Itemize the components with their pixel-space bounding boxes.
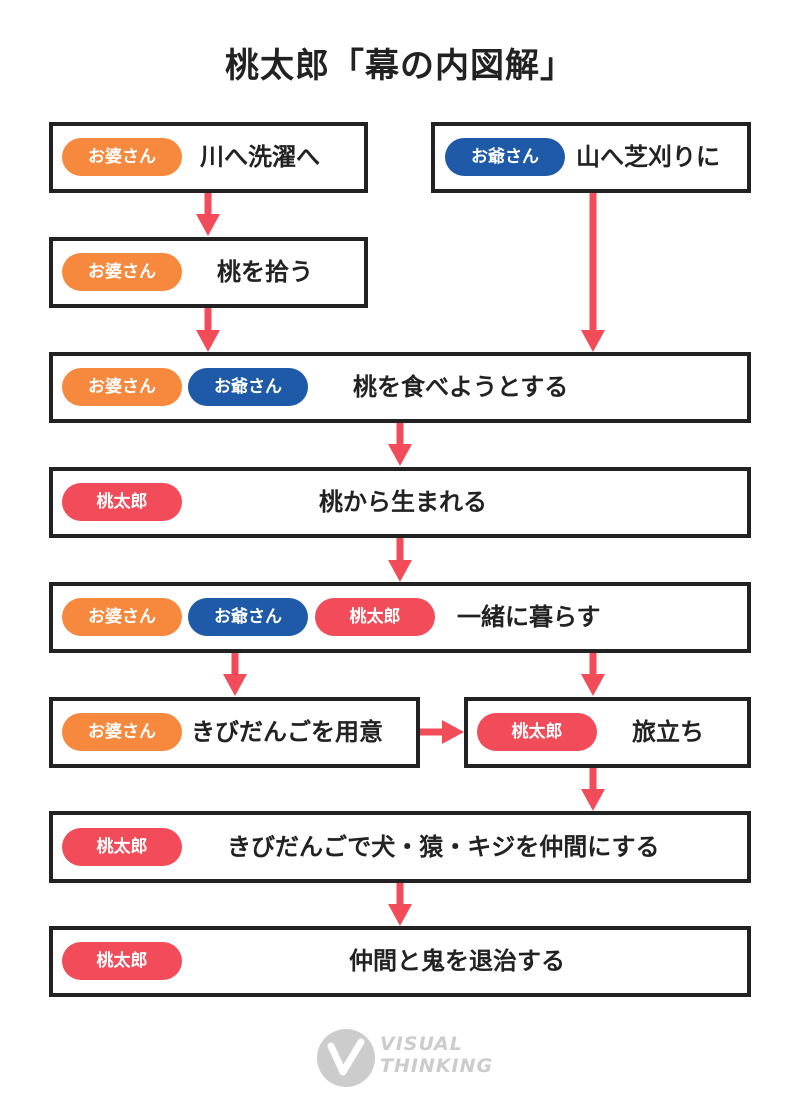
node-label: きびだんごで犬・猿・キジを仲間にする: [227, 833, 660, 861]
arrowhead-n2-n4: [581, 330, 605, 352]
node-nakama-ni-suru: 桃太郎 きびだんごで犬・猿・キジを仲間にする: [49, 811, 751, 883]
node-momo-umareru: 桃太郎 桃から生まれる: [49, 467, 751, 538]
node-label: 桃を拾う: [217, 258, 313, 286]
role-badge-obaasan: お婆さん: [62, 713, 182, 751]
node-label: 山へ芝刈りに: [576, 143, 720, 171]
logo-text-line2: THINKING: [380, 1055, 494, 1077]
node-label: 仲間と鬼を退治する: [349, 947, 565, 975]
arrowhead-n3-n4: [196, 330, 220, 352]
role-badge-obaasan: お婆さん: [62, 253, 182, 291]
role-badge-ojiisan: お爺さん: [445, 138, 565, 176]
arrowhead-n5-n6: [388, 560, 412, 582]
role-badge-obaasan: お婆さん: [62, 138, 182, 176]
node-label: 一緒に暮らす: [457, 603, 601, 631]
node-label: 桃から生まれる: [319, 488, 487, 516]
role-badge-ojiisan: お爺さん: [188, 598, 308, 636]
arrowhead-n4-n5: [388, 444, 412, 466]
node-kibidango-youi: お婆さん きびだんごを用意: [49, 697, 420, 768]
arrowhead-n8-n9: [581, 789, 605, 811]
role-badge-momotaro: 桃太郎: [62, 828, 182, 866]
node-momo-hirou: お婆さん 桃を拾う: [49, 237, 368, 308]
node-yama-shibakari: お爺さん 山へ芝刈りに: [431, 122, 751, 193]
role-badge-obaasan: お婆さん: [62, 598, 182, 636]
arrowhead-n6-n7: [223, 674, 247, 696]
page-title: 桃太郎「幕の内図解」: [225, 46, 575, 86]
node-label: 桃を食べようとする: [353, 373, 569, 401]
role-badge-ojiisan: お爺さん: [188, 368, 308, 406]
arrowhead-n1-n3: [196, 214, 220, 236]
node-oni-taiji: 桃太郎 仲間と鬼を退治する: [49, 926, 751, 997]
role-badge-momotaro: 桃太郎: [62, 942, 182, 980]
arrowhead-n9-n10: [388, 904, 412, 926]
visual-thinking-logo-icon: [317, 1029, 375, 1087]
node-issho-kurasu: お婆さん お爺さん 桃太郎 一緒に暮らす: [49, 582, 751, 653]
arrowhead-n6-n8: [581, 674, 605, 696]
role-badge-momotaro: 桃太郎: [477, 713, 597, 751]
role-badge-momotaro: 桃太郎: [62, 483, 182, 521]
arrowhead-n7-n8: [442, 720, 464, 744]
role-badge-momotaro: 桃太郎: [315, 598, 435, 636]
logo-text-line1: VISUAL: [380, 1033, 463, 1055]
node-tabidachi: 桃太郎 旅立ち: [464, 697, 751, 768]
node-kawa-sentaku: お婆さん 川へ洗濯へ: [49, 122, 368, 193]
node-momo-taberu: お婆さん お爺さん 桃を食べようとする: [49, 352, 751, 423]
role-badge-obaasan: お婆さん: [62, 368, 182, 406]
node-label: きびだんごを用意: [191, 718, 383, 746]
node-label: 旅立ち: [632, 718, 704, 746]
node-label: 川へ洗濯へ: [200, 143, 320, 171]
